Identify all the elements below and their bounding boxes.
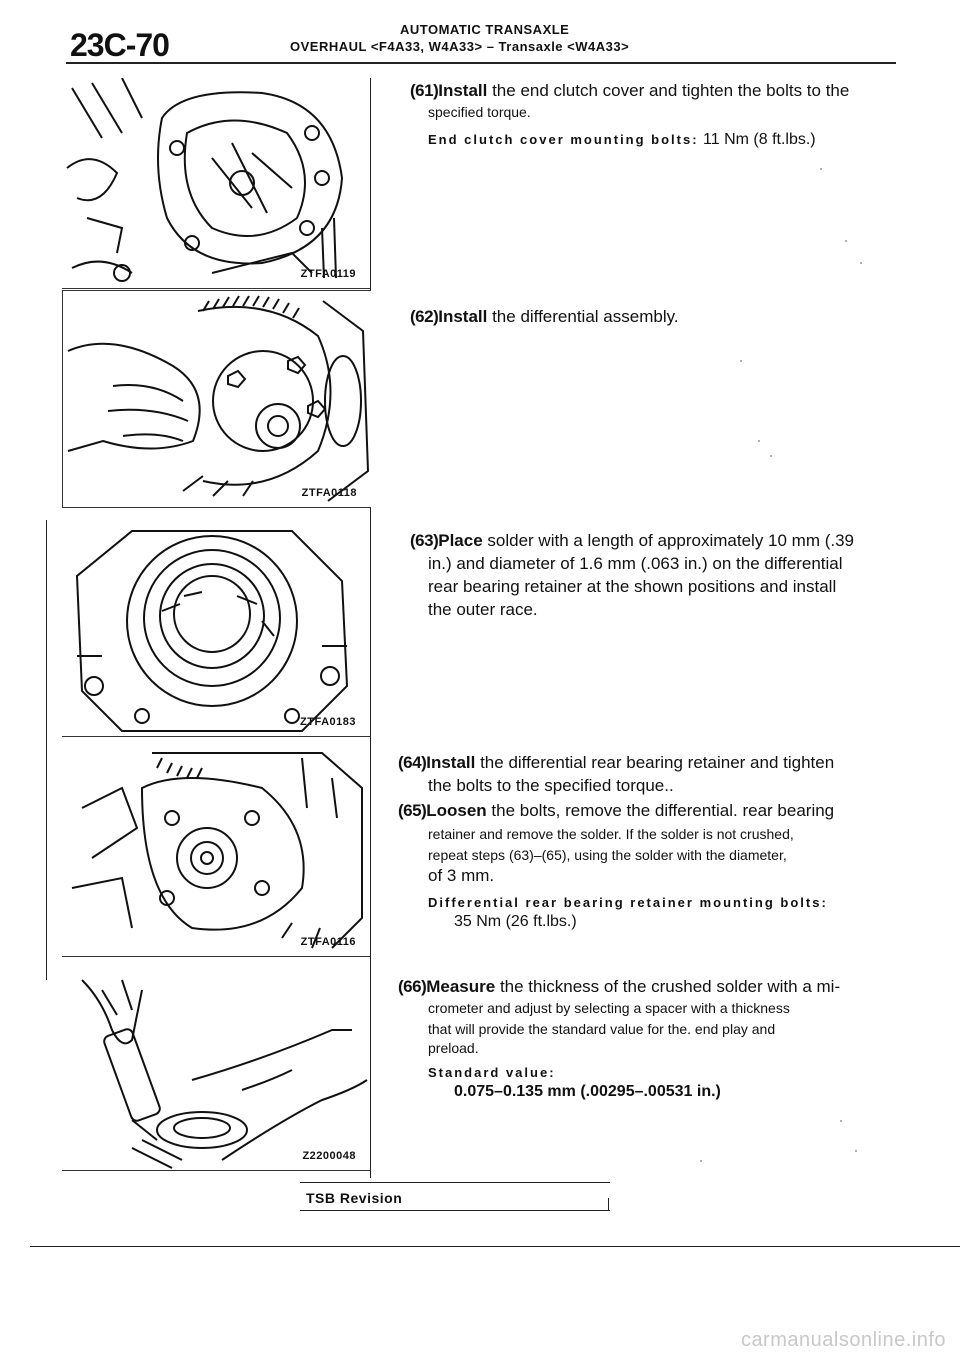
end-clutch-cover-illustration-icon: [66, 78, 344, 282]
spec-label: End clutch cover mounting bolts:: [428, 131, 699, 147]
step-number: (65): [398, 801, 427, 820]
figure-code: ZTFA0118: [301, 487, 357, 499]
step-65: (65)Loosen the bolts, remove the differe…: [398, 800, 890, 933]
spec-value: 35 Nm (26 ft.lbs.): [454, 913, 577, 931]
figure-code: ZTFA0119: [300, 268, 356, 280]
step-text: the differential assembly.: [487, 307, 679, 326]
step-text: solder with a length of approximately 10…: [482, 531, 855, 550]
step-text-continued: rear bearing retainer at the shown posit…: [428, 576, 837, 596]
bearing-retainer-illustration-icon: [75, 530, 349, 732]
step-text-continued: the outer race.: [428, 599, 538, 619]
step-lead-verb: Loosen: [426, 801, 487, 820]
differential-assembly-illustration-icon: [67, 295, 370, 502]
step-text: the differential rear bearing retainer a…: [475, 753, 835, 772]
step-number: (64): [398, 753, 427, 772]
scan-speck: [845, 240, 847, 242]
step-number: (66): [398, 977, 427, 996]
figure-end-clutch-cover: ZTFA0119: [62, 78, 370, 289]
spec-value: 11 Nm (8 ft.lbs.): [698, 130, 816, 148]
scan-speck: [855, 1150, 857, 1152]
step-lead-verb: Place: [438, 531, 483, 550]
scan-speck: [700, 1160, 702, 1162]
step-text-continued: repeat steps (63)–(65), using the solder…: [428, 846, 787, 863]
footer-rule-bottom: [300, 1210, 610, 1211]
spec-label: Differential rear bearing retainer mount…: [428, 894, 828, 910]
header-title: AUTOMATIC TRANSAXLE: [400, 22, 570, 37]
scan-speck: [770, 455, 772, 457]
figure-retainer-installed: ZTFA0116: [62, 748, 370, 957]
step-text: the thickness of the crushed solder with…: [495, 977, 841, 996]
figure-code: Z2200048: [302, 1150, 356, 1162]
figure-code: ZTFA0183: [300, 716, 356, 728]
page-number: 23C-70: [70, 27, 170, 63]
step-text-continued: specified torque.: [428, 103, 531, 120]
step-62: (62)Install the differential assembly.: [410, 306, 890, 329]
watermark: carmanualsonline.info: [740, 1329, 946, 1351]
tsb-revision: TSB Revision: [306, 1190, 403, 1206]
step-lead-verb: Install: [438, 307, 488, 326]
step-text-continued: crometer and adjust by selecting a space…: [428, 999, 790, 1016]
header-subtitle: OVERHAUL <F4A33, W4A33> – Transaxle <W4A…: [290, 39, 630, 54]
step-64: (64)Install the differential rear bearin…: [398, 752, 890, 798]
figure-code: ZTFA0116: [300, 936, 356, 948]
step-lead-verb: Install: [438, 81, 488, 100]
column-divider: [370, 78, 371, 1178]
footer-rule-end: [608, 1198, 609, 1210]
step-lead-verb: Measure: [426, 977, 496, 996]
left-frame-line: [46, 520, 47, 980]
spec-value: 0.075–0.135 mm (.00295–.00531 in.): [454, 1083, 721, 1101]
scan-speck: [840, 1120, 842, 1122]
step-number: (63): [410, 531, 439, 550]
retainer-mounted-illustration-icon: [71, 752, 363, 949]
footer-rule-top: [300, 1182, 610, 1183]
step-66: (66)Measure the thickness of the crushed…: [398, 976, 890, 1103]
step-number: (62): [410, 307, 439, 326]
step-text-continued: in.) and diameter of 1.6 mm (.063 in.) o…: [428, 553, 843, 573]
figure-differential-assembly: ZTFA0118: [62, 290, 371, 508]
step-number: (61): [410, 81, 439, 100]
scan-speck: [758, 440, 760, 442]
step-text-continued: that will provide the standard value for…: [428, 1020, 776, 1037]
scan-speck: [740, 360, 742, 362]
step-63: (63)Place solder with a length of approx…: [410, 530, 890, 622]
step-text-continued: retainer and remove the solder. If the s…: [428, 825, 794, 842]
page-bottom-rule: [30, 1246, 960, 1247]
step-61: (61)Install the end clutch cover and tig…: [410, 80, 890, 151]
measure-solder-illustration-icon: [81, 979, 368, 1169]
header-rule: [66, 62, 896, 64]
step-text: the bolts, remove the differential. rear…: [486, 801, 835, 820]
step-text-continued: of 3 mm.: [428, 865, 495, 885]
scan-speck: [860, 262, 862, 264]
scan-speck: [820, 168, 822, 170]
spec-label: Standard value:: [428, 1064, 556, 1080]
step-text-continued: the bolts to the specified torque..: [428, 775, 674, 795]
step-text-continued: preload.: [428, 1039, 479, 1056]
figure-bearing-retainer: ZTFA0183: [62, 526, 370, 737]
figure-measure-solder: Z2200048: [62, 970, 370, 1171]
step-lead-verb: Install: [426, 753, 476, 772]
step-text: the end clutch cover and tighten the bol…: [487, 81, 850, 100]
